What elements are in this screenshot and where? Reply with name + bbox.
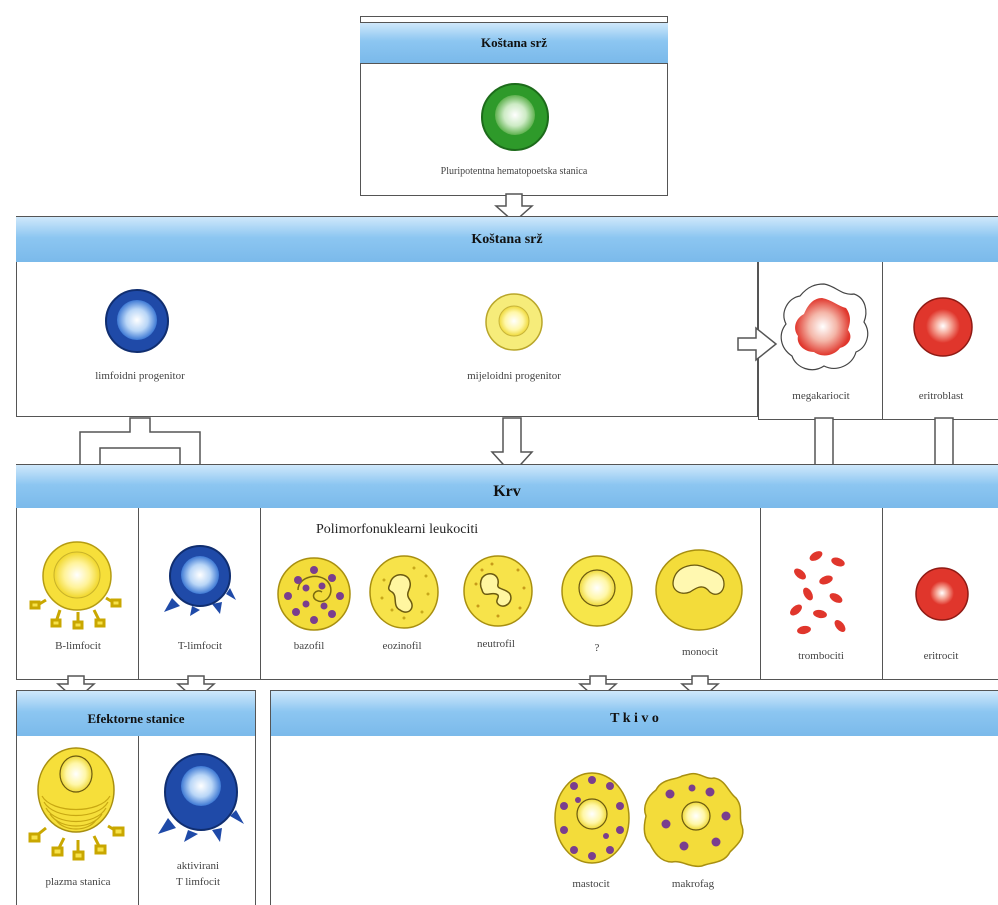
marrow-header: Koštana srž: [16, 216, 998, 264]
basophil-icon: [277, 557, 351, 631]
macrophage-label: makrofag: [671, 878, 715, 890]
unknown-cell-icon: [561, 555, 633, 627]
lymphoid-progenitor-icon: [105, 289, 169, 353]
mastocyte-icon: [554, 772, 630, 864]
top-marrow-header: Koštana srž: [360, 22, 668, 64]
activated-t-cell-label-line2: T limfocit: [175, 876, 221, 888]
plasma-cell-icon: [28, 747, 125, 861]
erythroblast-label: eritroblast: [918, 390, 964, 402]
blood-divider-2: [260, 508, 261, 680]
effector-header: Efektorne stanice: [16, 690, 256, 738]
b-lymphocyte-label: B-limfocit: [55, 640, 101, 652]
neutrophil-icon: [463, 555, 533, 627]
tissue-panel: [270, 736, 998, 905]
arrow-myeloid-to-blood: [490, 417, 534, 476]
unknown-cell-label: ?: [594, 642, 600, 654]
blood-title: Krv: [493, 483, 521, 500]
tissue-title: T k i v o: [610, 711, 659, 726]
monocyte-icon: [655, 549, 743, 631]
activated-t-cell-label-line1: aktivirani: [176, 860, 220, 872]
eosinophil-label: eozinofil: [382, 640, 422, 652]
tissue-header: T k i v o: [270, 690, 998, 738]
stem-cell-label: Pluripotentna hematopoetska stanica: [440, 166, 588, 177]
effector-divider: [138, 736, 139, 905]
polymorphonuclear-heading: Polimorfonuklearni leukociti: [316, 522, 479, 537]
erythrocyte-label: eritrocit: [923, 650, 959, 662]
neutrophil-label: neutrofil: [477, 638, 515, 650]
marrow-title: Koštana srž: [471, 232, 543, 247]
thrombocytes-icon: [790, 551, 846, 635]
mastocyte-label: mastocit: [572, 878, 610, 890]
b-lymphocyte-icon: [29, 541, 122, 630]
activated-t-cell-icon: [158, 753, 244, 842]
megakaryocyte-icon: [780, 283, 869, 371]
arrow-stem-to-marrow: [494, 193, 534, 224]
top-marrow-title: Koštana srž: [480, 35, 548, 50]
erythrocyte-icon: [915, 567, 969, 621]
blood-header: Krv: [16, 464, 998, 510]
arrow-to-megakaryocyte: [737, 326, 778, 362]
t-lymphocyte-label: T-limfocit: [177, 640, 223, 652]
blood-divider-3: [760, 508, 761, 680]
megakaryocyte-label: megakariocit: [792, 390, 850, 402]
erythroblast-icon: [913, 297, 973, 357]
marrow-divider: [882, 262, 883, 420]
thrombocytes-label: trombociti: [798, 650, 844, 662]
macrophage-icon: [643, 772, 744, 868]
blood-divider-4: [882, 508, 883, 680]
stem-cell-icon: [481, 83, 549, 151]
effector-title: Efektorne stanice: [87, 711, 185, 726]
lymphoid-progenitor-label: limfoidni progenitor: [95, 370, 185, 382]
eosinophil-icon: [369, 555, 439, 629]
monocyte-label: monocit: [681, 646, 719, 658]
myeloid-progenitor-label: mijeloidni progenitor: [467, 370, 561, 382]
basophil-label: bazofil: [293, 640, 325, 652]
blood-divider-1: [138, 508, 139, 680]
myeloid-progenitor-icon: [485, 293, 543, 351]
plasma-cell-label: plazma stanica: [45, 876, 111, 888]
t-lymphocyte-icon: [164, 545, 236, 616]
